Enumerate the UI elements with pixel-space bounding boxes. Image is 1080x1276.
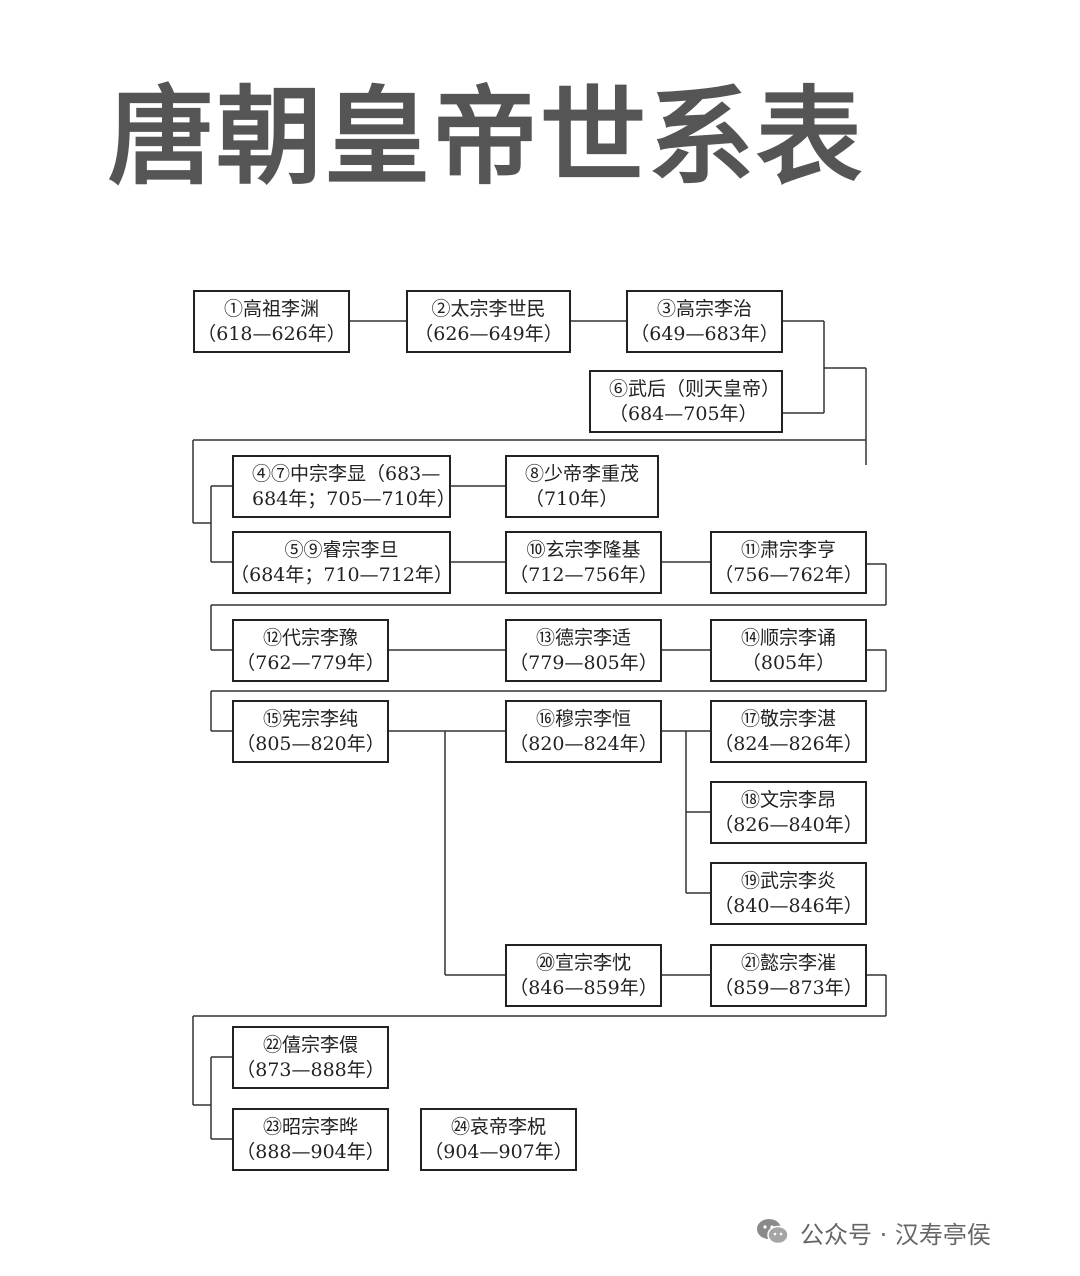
emperor-box-23: ㉓昭宗李晔 （888—904年） — [232, 1108, 389, 1171]
emperor-reign: （820—824年） — [509, 732, 658, 755]
wechat-icon — [757, 1219, 789, 1245]
emperor-box-13: ⑬德宗李适 （779—805年） — [505, 619, 662, 682]
emperor-name: ⑫代宗李豫 — [262, 626, 358, 649]
emperor-name: ⑮宪宗李纯 — [262, 707, 358, 730]
emperor-box-6: ⑥武后（则天皇帝） （684—705年） — [589, 370, 783, 433]
emperor-reign: （756—762年） — [714, 563, 863, 586]
emperor-reign: （712—756年） — [509, 563, 658, 586]
emperor-reign: （888—904年） — [236, 1140, 385, 1163]
emperor-name: ⑬德宗李适 — [535, 626, 631, 649]
emperor-box-12: ⑫代宗李豫 （762—779年） — [232, 619, 389, 682]
emperor-reign: （840—846年） — [714, 894, 863, 917]
emperor-box-17: ⑰敬宗李湛 （824—826年） — [710, 700, 867, 763]
emperor-box-3: ③高宗李治 （649—683年） — [626, 290, 783, 353]
emperor-reign: （649—683年） — [630, 322, 779, 345]
emperor-box-14: ⑭顺宗李诵 （805年） — [710, 619, 867, 682]
emperor-box-8: ⑧少帝李重茂 （710年） — [505, 455, 659, 518]
emperor-reign: （684年；710—712年） — [230, 563, 453, 586]
emperor-name: ㉒僖宗李儇 — [262, 1033, 358, 1056]
emperor-name: ⑭顺宗李诵 — [740, 626, 836, 649]
emperor-box-19: ⑲武宗李炎 （840—846年） — [710, 862, 867, 925]
emperor-name: ⑲武宗李炎 — [740, 869, 836, 892]
emperor-reign: （846—859年） — [509, 976, 658, 999]
emperor-name: ⑪肃宗李亨 — [740, 538, 836, 561]
emperor-box-16: ⑯穆宗李恒 （820—824年） — [505, 700, 662, 763]
emperor-box-11: ⑪肃宗李亨 （756—762年） — [710, 531, 867, 594]
emperor-box-2: ②太宗李世民 （626—649年） — [406, 290, 571, 353]
emperor-reign: （824—826年） — [714, 732, 863, 755]
footer-text: 公众号 · 汉寿亭侯 — [800, 1220, 991, 1249]
emperor-reign: （710年） — [525, 487, 619, 510]
emperor-name: ⑱文宗李昂 — [740, 788, 836, 811]
emperor-reign: （859—873年） — [714, 976, 863, 999]
emperor-name: ㉓昭宗李晔 — [262, 1115, 358, 1138]
emperor-name: ⑤⑨睿宗李旦 — [284, 538, 399, 561]
emperor-reign: （762—779年） — [236, 651, 385, 674]
emperor-box-24: ㉔哀帝李柷 （904—907年） — [420, 1108, 577, 1171]
emperor-name: ㉑懿宗李漼 — [740, 951, 836, 974]
emperor-name: ④⑦中宗李显（683— — [252, 462, 441, 485]
emperor-reign: （826—840年） — [714, 813, 863, 836]
emperor-reign: （684—705年） — [609, 402, 758, 425]
emperor-name: ⑩玄宗李隆基 — [526, 538, 641, 561]
emperor-reign: （805—820年） — [236, 732, 385, 755]
emperor-box-20: ⑳宣宗李忱 （846—859年） — [505, 944, 662, 1007]
emperor-reign: （805年） — [741, 651, 836, 674]
emperor-box-22: ㉒僖宗李儇 （873—888年） — [232, 1026, 389, 1089]
emperor-reign: （779—805年） — [509, 651, 658, 674]
emperor-name: ①高祖李渊 — [223, 297, 319, 320]
emperor-box-5-9: ⑤⑨睿宗李旦 （684年；710—712年） — [230, 531, 453, 594]
emperor-name: ③高宗李治 — [656, 297, 752, 320]
emperor-reign: （873—888年） — [236, 1058, 385, 1081]
emperor-reign: 684年；705—710年） — [252, 487, 456, 510]
emperor-box-4-7: ④⑦中宗李显（683— 684年；705—710年） — [232, 455, 456, 518]
emperor-name: ⑧少帝李重茂 — [525, 462, 640, 485]
footer-watermark: 公众号 · 汉寿亭侯 — [756, 1212, 991, 1252]
page-title: 唐朝皇帝世系表 — [108, 76, 864, 199]
emperor-reign: （904—907年） — [424, 1140, 573, 1163]
emperor-box-1: ①高祖李渊 （618—626年） — [193, 290, 350, 353]
emperor-name: ②太宗李世民 — [431, 297, 546, 320]
emperor-box-18: ⑱文宗李昂 （826—840年） — [710, 781, 867, 844]
emperor-box-15: ⑮宪宗李纯 （805—820年） — [232, 700, 389, 763]
emperor-name: ⑰敬宗李湛 — [740, 707, 836, 730]
emperor-name: ㉔哀帝李柷 — [450, 1115, 546, 1138]
emperor-reign: （618—626年） — [197, 322, 346, 345]
emperor-name: ⑯穆宗李恒 — [535, 707, 631, 730]
emperor-box-10: ⑩玄宗李隆基 （712—756年） — [505, 531, 662, 594]
emperor-name: ⑥武后（则天皇帝） — [609, 377, 781, 400]
emperor-reign: （626—649年） — [414, 322, 563, 345]
emperor-box-21: ㉑懿宗李漼 （859—873年） — [710, 944, 867, 1007]
emperor-name: ⑳宣宗李忱 — [535, 951, 631, 974]
